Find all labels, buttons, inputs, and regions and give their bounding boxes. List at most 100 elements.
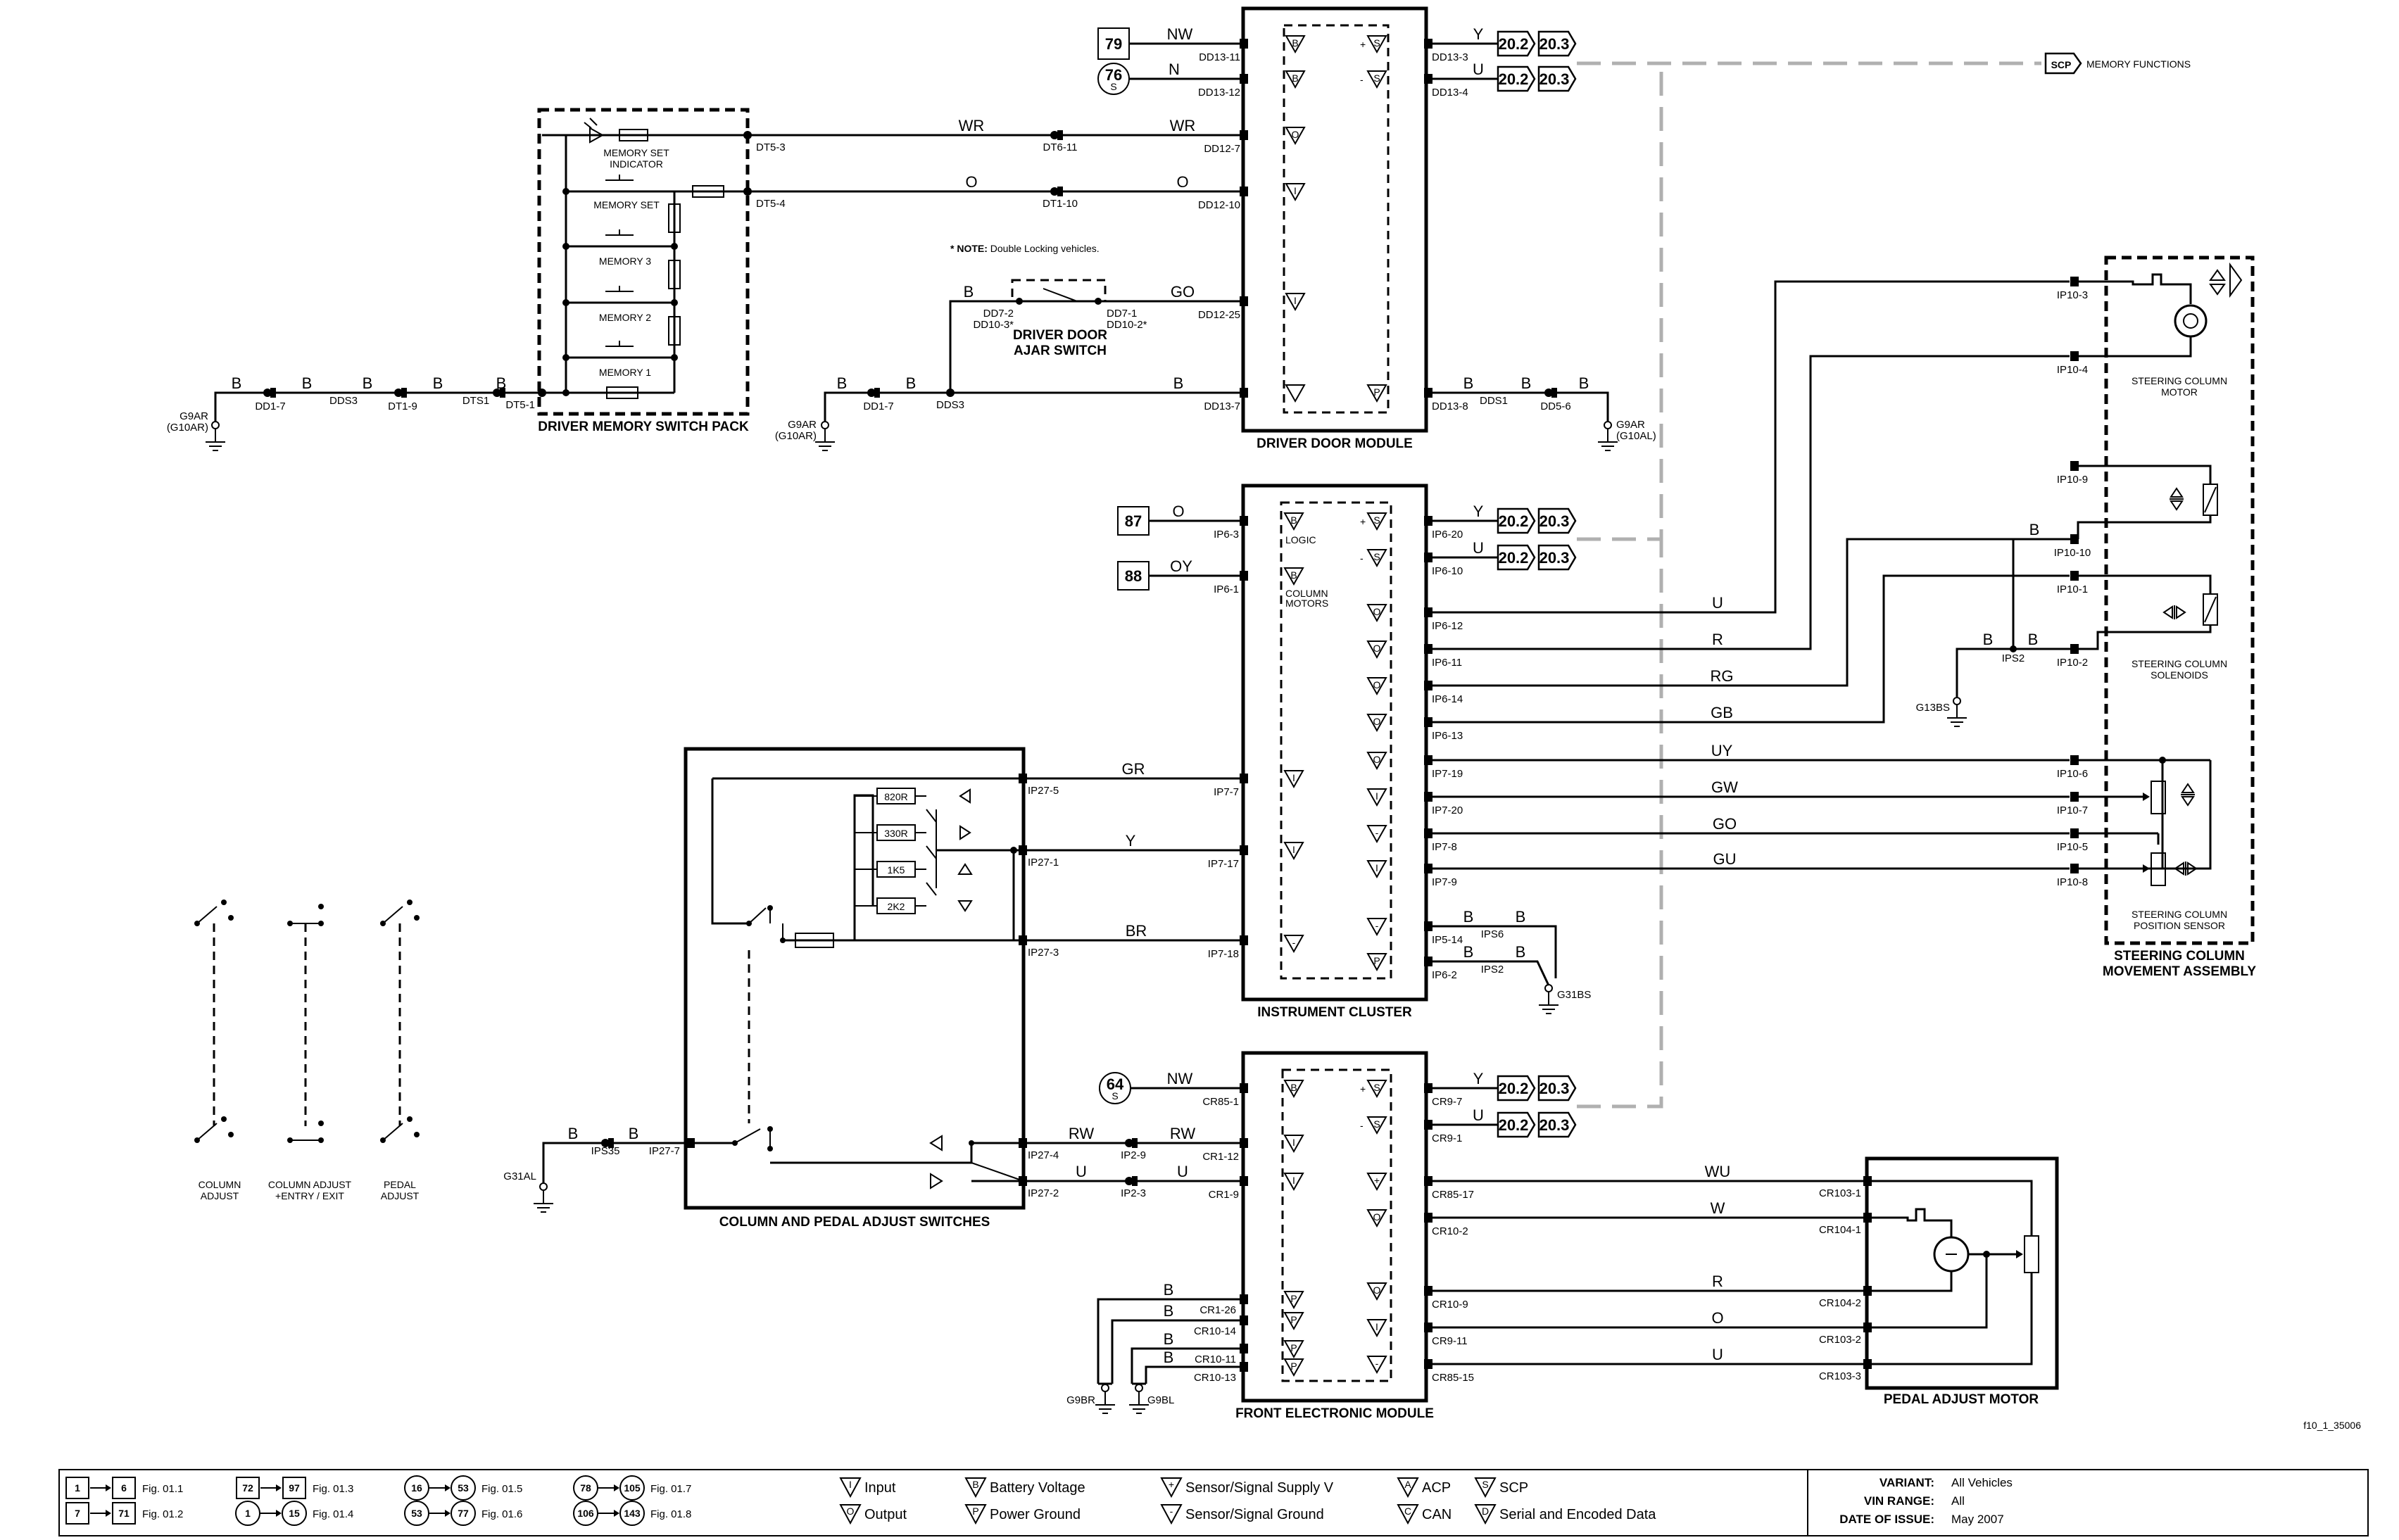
svg-text:-: - bbox=[1375, 920, 1379, 931]
svg-text:DRIVER MEMORY SWITCH PACK: DRIVER MEMORY SWITCH PACK bbox=[538, 419, 749, 434]
driver-memory-switch-pack: DRIVER MEMORY SWITCH PACK MEMORY SET IND… bbox=[505, 108, 786, 434]
ddm-right-wires: Y DD13-3 20.2 20.3 U DD13-4 20.2 20.3 B … bbox=[1424, 25, 1656, 451]
svg-text:MEMORY 2: MEMORY 2 bbox=[599, 312, 651, 323]
svg-text:+: + bbox=[1360, 1083, 1366, 1094]
svg-text:DD13-12: DD13-12 bbox=[1198, 87, 1240, 99]
svg-text:I: I bbox=[1375, 1321, 1378, 1332]
svg-text:P: P bbox=[1290, 1342, 1297, 1353]
svg-text:WR: WR bbox=[1170, 117, 1196, 134]
svg-text:B: B bbox=[1290, 515, 1297, 526]
svg-text:IP10-4: IP10-4 bbox=[2057, 364, 2088, 376]
svg-text:B: B bbox=[1463, 908, 1474, 926]
svg-text:72: 72 bbox=[242, 1482, 253, 1494]
svg-text:IP6-2: IP6-2 bbox=[1432, 969, 1457, 981]
position-sensor-2-icon bbox=[2151, 852, 2166, 886]
svg-text:B: B bbox=[1290, 1082, 1297, 1093]
svg-text:IP7-17: IP7-17 bbox=[1208, 858, 1239, 870]
instrument-cluster: INSTRUMENT CLUSTER B LOGIC B COLUMN MOTO… bbox=[1241, 484, 1428, 1020]
svg-text:+: + bbox=[1360, 516, 1366, 527]
svg-text:MOTOR: MOTOR bbox=[2161, 386, 2198, 398]
svg-text:CR9-1: CR9-1 bbox=[1432, 1132, 1462, 1144]
svg-text:DDS1: DDS1 bbox=[1480, 395, 1508, 407]
svg-text:IP6-13: IP6-13 bbox=[1432, 730, 1463, 742]
svg-text:76: 76 bbox=[1105, 66, 1122, 84]
svg-text:CR9-11: CR9-11 bbox=[1432, 1335, 1468, 1347]
svg-text:MEMORY SET: MEMORY SET bbox=[593, 199, 660, 210]
svg-text:79: 79 bbox=[1105, 35, 1122, 53]
svg-text:(G10AR): (G10AR) bbox=[167, 422, 208, 434]
svg-text:B: B bbox=[1164, 1302, 1174, 1320]
motor-icon bbox=[2174, 304, 2208, 338]
svg-text:-: - bbox=[1375, 1358, 1379, 1369]
svg-text:DT1-10: DT1-10 bbox=[1043, 198, 1078, 210]
svg-text:71: 71 bbox=[118, 1508, 130, 1519]
svg-text:ADJUST: ADJUST bbox=[381, 1190, 420, 1201]
svg-text:GU: GU bbox=[1713, 850, 1737, 868]
svg-text:20.3: 20.3 bbox=[1539, 512, 1570, 530]
svg-text:SOLENOIDS: SOLENOIDS bbox=[2151, 669, 2208, 681]
svg-text:B: B bbox=[1463, 374, 1474, 392]
svg-text:DD1-7: DD1-7 bbox=[255, 400, 285, 412]
svg-text:W: W bbox=[1711, 1199, 1725, 1217]
svg-text:May 2007: May 2007 bbox=[1951, 1513, 2004, 1526]
svg-text:COLUMN AND PEDAL ADJUST SWITCH: COLUMN AND PEDAL ADJUST SWITCHES bbox=[719, 1215, 990, 1230]
svg-text:105: 105 bbox=[624, 1482, 641, 1494]
svg-text:DD13-3: DD13-3 bbox=[1432, 51, 1468, 63]
svg-text:SCP: SCP bbox=[2051, 59, 2072, 70]
svg-text:CR104-1: CR104-1 bbox=[1819, 1224, 1861, 1236]
svg-text:IP10-3: IP10-3 bbox=[2057, 289, 2088, 301]
svg-text:(G10AL): (G10AL) bbox=[1616, 430, 1656, 442]
svg-text:B: B bbox=[1173, 374, 1184, 392]
legend-symbol-sensor-signal-ground: -Sensor/Signal Ground bbox=[1160, 1504, 1324, 1525]
svg-text:+ENTRY / EXIT: +ENTRY / EXIT bbox=[275, 1190, 344, 1201]
svg-text:IP10-10: IP10-10 bbox=[2054, 547, 2091, 559]
svg-text:I: I bbox=[849, 1479, 852, 1490]
svg-text:ACP: ACP bbox=[1422, 1480, 1451, 1496]
ic-right-wires: Y IP6-20 20.2 20.3 U IP6-10 20.2 20.3 U … bbox=[1424, 280, 2070, 1014]
svg-text:53: 53 bbox=[458, 1482, 469, 1494]
svg-text:IPS6: IPS6 bbox=[1481, 928, 1504, 940]
svg-text:DT5-3: DT5-3 bbox=[756, 141, 786, 153]
svg-text:Fig. 01.7: Fig. 01.7 bbox=[650, 1483, 691, 1495]
svg-text:CAN: CAN bbox=[1422, 1507, 1452, 1522]
svg-text:CR1-26: CR1-26 bbox=[1200, 1304, 1236, 1316]
svg-text:GR: GR bbox=[1122, 760, 1145, 778]
svg-text:1: 1 bbox=[75, 1482, 80, 1494]
svg-text:OY: OY bbox=[1170, 557, 1192, 575]
svg-text:P: P bbox=[1290, 1361, 1297, 1372]
svg-text:IP5-14: IP5-14 bbox=[1432, 934, 1463, 946]
svg-text:O: O bbox=[1176, 173, 1188, 191]
svg-text:DD12-25: DD12-25 bbox=[1198, 309, 1240, 321]
svg-text:CR85-17: CR85-17 bbox=[1432, 1189, 1474, 1201]
svg-text:IP7-9: IP7-9 bbox=[1432, 876, 1457, 888]
memory-pack-ground-wire: DD1-7 DDS3 DT1-9 DTS1 B B B B B G9AR (G1… bbox=[167, 374, 542, 451]
svg-text:O: O bbox=[1172, 503, 1184, 520]
svg-text:CR1-12: CR1-12 bbox=[1202, 1151, 1239, 1163]
front-electronic-module: FRONT ELECTRONIC MODULE B I I P P P P S … bbox=[1235, 1051, 1434, 1421]
svg-text:B: B bbox=[1516, 943, 1526, 961]
svg-text:DD5-6: DD5-6 bbox=[1540, 400, 1570, 412]
svg-text:Battery Voltage: Battery Voltage bbox=[990, 1480, 1085, 1496]
svg-text:U: U bbox=[1473, 61, 1484, 78]
svg-text:U: U bbox=[1712, 1346, 1723, 1363]
column-and-pedal-adjust-switches: COLUMN AND PEDAL ADJUST SWITCHES 820R 33… bbox=[649, 747, 1059, 1230]
svg-text:COLUMN: COLUMN bbox=[1285, 588, 1328, 599]
svg-text:CR9-7: CR9-7 bbox=[1432, 1096, 1462, 1108]
svg-text:1K5: 1K5 bbox=[888, 864, 905, 876]
svg-text:I: I bbox=[1294, 295, 1297, 306]
svg-text:IP27-7: IP27-7 bbox=[649, 1145, 680, 1157]
svg-text:COLUMN: COLUMN bbox=[199, 1179, 241, 1190]
svg-text:S: S bbox=[1373, 551, 1380, 562]
svg-text:RW: RW bbox=[1170, 1125, 1195, 1142]
svg-text:MEMORY SET: MEMORY SET bbox=[603, 147, 669, 158]
svg-text:LOGIC: LOGIC bbox=[1285, 534, 1316, 545]
svg-text:G9AR: G9AR bbox=[180, 410, 208, 422]
svg-text:R: R bbox=[1712, 1273, 1723, 1290]
svg-text:B: B bbox=[1164, 1330, 1174, 1348]
svg-text:IP27-2: IP27-2 bbox=[1028, 1187, 1059, 1199]
